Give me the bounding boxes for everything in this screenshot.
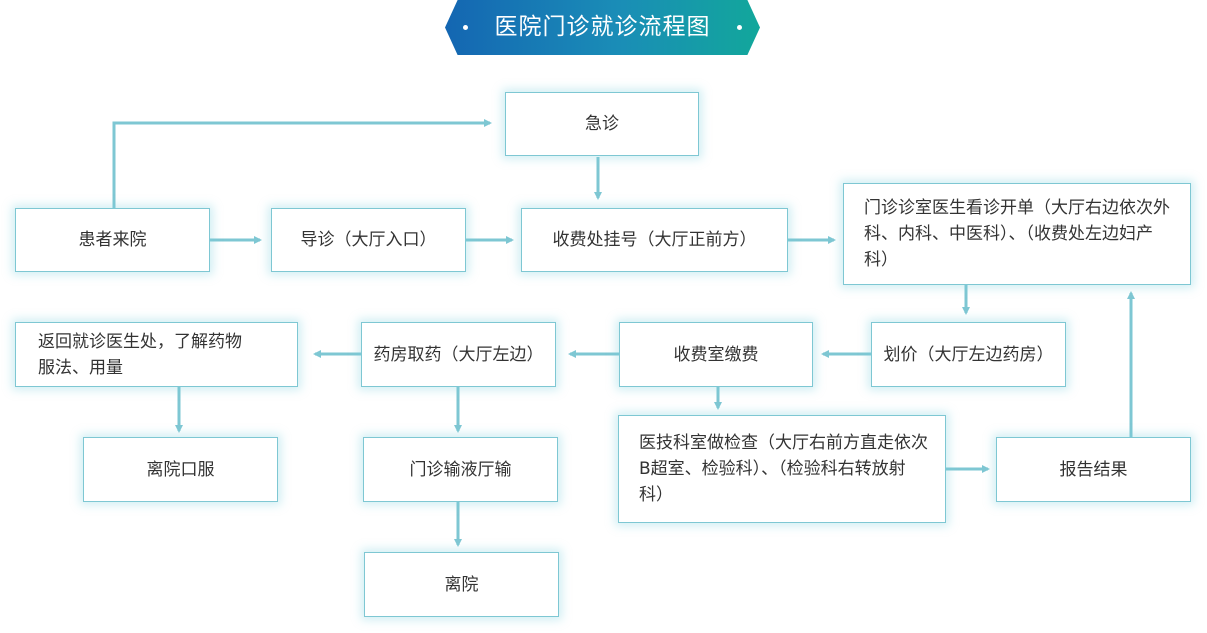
banner-dot-left [463,25,468,30]
node-infusion: 门诊输液厅输 [363,437,558,502]
node-report: 报告结果 [996,437,1191,502]
arrow-arrival-to-emergency [112,119,492,208]
node-pharmacy: 药房取药（大厅左边） [361,322,556,387]
node-emergency: 急诊 [505,92,699,156]
node-examination: 医技科室做检查（大厅右前方直走依次B超室、检验科）、（检验科右转放射科） [618,415,946,523]
node-patient-arrival: 患者来院 [15,208,210,272]
title-banner: 医院门诊就诊流程图 [445,0,760,55]
node-leave: 离院 [364,552,559,617]
banner-dot-right [737,25,742,30]
node-pricing: 划价（大厅左边药房） [871,322,1066,387]
node-triage: 导诊（大厅入口） [271,208,466,272]
node-leave-oral: 离院口服 [83,437,278,502]
node-payment: 收费室缴费 [619,322,813,387]
node-registration: 收费处挂号（大厅正前方） [521,208,788,272]
page-title: 医院门诊就诊流程图 [494,14,711,40]
node-clinic-doctor: 门诊诊室医生看诊开单（大厅右边依次外科、内科、中医科）、（收费处左边妇产科） [843,183,1191,285]
node-return-doctor: 返回就诊医生处，了解药物服法、用量 [15,322,298,387]
